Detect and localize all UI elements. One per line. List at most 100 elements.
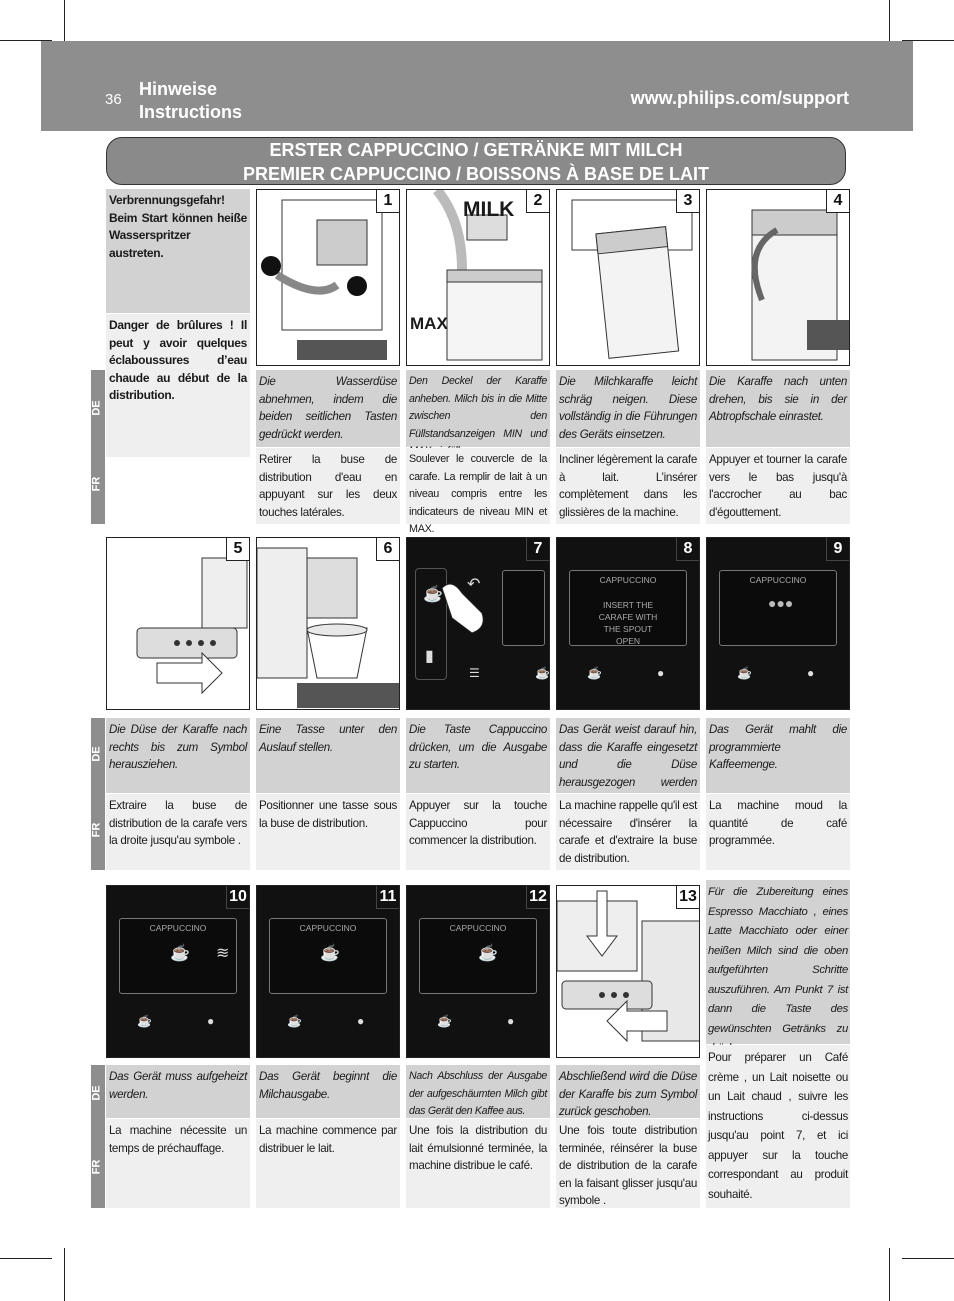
step-9-fr-box: [706, 794, 850, 870]
note-fr-box: [706, 1045, 850, 1208]
step-4-fr: Appuyer et tourner la carafe vers le bas…: [709, 453, 847, 519]
bean-icon[interactable]: ●: [357, 1014, 365, 1028]
menu-icon[interactable]: ☰: [469, 666, 480, 680]
note-fr: Pour préparer un Café crème , un Lait no…: [708, 1051, 848, 1201]
lang-sidebar: DE FR: [90, 370, 105, 524]
step-9-de-box: [706, 718, 850, 793]
step-3-de-box: [556, 370, 700, 447]
step-12-de: Nach Abschluss der Ausgabe der aufgeschä…: [409, 1070, 547, 1118]
machine-illustration: [261, 199, 387, 360]
display-screen: CAPPUCCINO ☕: [269, 918, 387, 994]
step-image-10: CAPPUCCINO ☕ ≋ ☕ ● 10: [106, 885, 250, 1058]
step-12-de-box: [406, 1065, 550, 1118]
step-6-fr-box: [256, 794, 400, 870]
step-image-8: CAPPUCCINO INSERT THE CARAFE WITH THE SP…: [556, 537, 700, 710]
display-screen: [502, 570, 545, 646]
step-11-fr: La machine commence par distribuer le la…: [259, 1124, 397, 1155]
cup-illustration: [257, 547, 399, 708]
crop-mark: [64, 0, 65, 52]
step-10-de-box: [106, 1065, 250, 1118]
step-image-7: ☕ ▮ ↶ ☰ ☕ 7: [406, 537, 550, 710]
cup-progress-icon: ☕: [478, 945, 498, 962]
section-title: ERSTER CAPPUCCINO / GETRÄNKE MIT MILCH P…: [106, 137, 846, 185]
step-image-6: 6: [256, 537, 400, 710]
step-13-fr: Une fois toute distribution terminée, ré…: [559, 1124, 697, 1208]
note-de-box: [706, 880, 850, 1044]
bean-icon[interactable]: ●: [507, 1014, 515, 1028]
step-image-3: 3: [556, 189, 700, 366]
step-6-fr: Positionner une tasse sous la buse de di…: [259, 799, 397, 830]
aroma-icon[interactable]: ☕: [437, 1014, 452, 1028]
heating-icon: ≋: [216, 945, 230, 962]
step-4-de: Die Karaffe nach unten drehen, bis sie i…: [709, 375, 847, 424]
step-image-12: CAPPUCCINO ☕ ☕ ● 12: [406, 885, 550, 1058]
step-4-fr-box: [706, 448, 850, 524]
crop-mark: [889, 0, 890, 52]
step-8-fr: La machine rappelle qu'il est nécessaire…: [559, 799, 697, 865]
aroma-icon[interactable]: ☕: [587, 666, 602, 680]
step-8-de: Das Gerät weist darauf hin, dass die Kar…: [559, 723, 697, 806]
step-7-de: Die Taste Cappuccino drücken, um die Aus…: [409, 723, 547, 772]
step-5-de-box: [106, 718, 250, 793]
back-icon[interactable]: ↶: [467, 576, 481, 593]
crop-mark: [0, 1258, 52, 1259]
display-screen: CAPPUCCINO ●●●: [719, 570, 837, 646]
page-header: 36 Hinweise Instructions www.philips.com…: [41, 41, 913, 131]
step-image-13: 13: [556, 885, 700, 1058]
step-12-fr-box: [406, 1119, 550, 1208]
display-screen: CAPPUCCINO ☕ ≋: [119, 918, 237, 994]
step-image-1: 1: [256, 189, 400, 366]
step-13-de: Abschließend wird die Düse der Karaffe b…: [559, 1070, 697, 1119]
warning-de-box: [106, 189, 250, 313]
cup-icon: ☕: [170, 945, 190, 962]
step-2-fr: Soulever le couvercle de la carafe. La r…: [409, 453, 547, 536]
step-7-fr: Appuyer sur la touche Cappuccino pour co…: [409, 799, 547, 848]
step-5-fr-box: [106, 794, 250, 870]
step-image-9: CAPPUCCINO ●●● ☕ ● 9: [706, 537, 850, 710]
step-image-11: CAPPUCCINO ☕ ☕ ● 11: [256, 885, 400, 1058]
step-6-de-box: [256, 718, 400, 793]
step-10-fr-box: [106, 1119, 250, 1208]
cappuccino-icon[interactable]: ☕: [423, 586, 443, 603]
step-13-fr-box: [556, 1119, 700, 1208]
aroma-icon[interactable]: ☕: [737, 666, 752, 680]
carafe-rotate-illustration: [751, 209, 849, 361]
aroma-icon[interactable]: ☕: [137, 1014, 152, 1028]
step-8-fr-box: [556, 794, 700, 870]
crop-mark: [902, 1258, 954, 1259]
step-11-fr-box: [256, 1119, 400, 1208]
step-5-fr: Extraire la buse de distribution de la c…: [109, 799, 247, 848]
lang-sidebar: DE FR: [90, 1065, 105, 1208]
crop-mark: [889, 1248, 890, 1301]
bean-icon[interactable]: ●: [807, 666, 815, 680]
aroma-icon[interactable]: ☕: [535, 666, 550, 680]
step-1-fr: Retirer la buse de distribution d'eau en…: [259, 453, 397, 519]
display-screen: CAPPUCCINO INSERT THE CARAFE WITH THE SP…: [569, 570, 687, 646]
step-1-fr-box: [256, 448, 400, 524]
note-de: Für die Zubereitung eines Espresso Macch…: [708, 886, 848, 1054]
max-label: MAX: [410, 314, 448, 333]
step-image-4: 4: [706, 189, 850, 366]
step-6-de: Eine Tasse unter den Auslauf stellen.: [259, 723, 397, 754]
warning-fr-box: [106, 314, 250, 457]
carafe-illustration: [433, 190, 543, 361]
warning-fr: Danger de brûlures ! Il peut y avoir que…: [109, 318, 247, 403]
step-3-fr: Incliner légèrement la carafe à lait. L’…: [559, 453, 697, 519]
carafe-insert-illustration: [571, 199, 693, 359]
cup-progress-icon: ☕: [320, 945, 340, 962]
page-number: 36: [105, 91, 122, 108]
insert-carafe-message: INSERT THE CARAFE WITH THE SPOUT OPEN: [598, 600, 658, 646]
bean-icon[interactable]: ●: [657, 666, 665, 680]
milk-icon[interactable]: ▮: [425, 648, 434, 665]
bean-icon[interactable]: ●: [207, 1014, 215, 1028]
step-12-fr: Une fois la distribution du lait émulsio…: [409, 1124, 547, 1173]
step-1-de-box: [256, 370, 400, 447]
crop-mark: [902, 40, 954, 41]
display-screen: CAPPUCCINO ☕: [419, 918, 537, 994]
aroma-icon[interactable]: ☕: [287, 1014, 302, 1028]
warning-de: Verbrennungsgefahr! Beim Start können he…: [109, 193, 247, 260]
step-10-de: Das Gerät muss aufgeheizt werden.: [109, 1070, 247, 1101]
support-url: www.philips.com/support: [630, 88, 849, 108]
pointing-hand-icon: [441, 583, 484, 634]
step-13-de-box: [556, 1065, 700, 1118]
